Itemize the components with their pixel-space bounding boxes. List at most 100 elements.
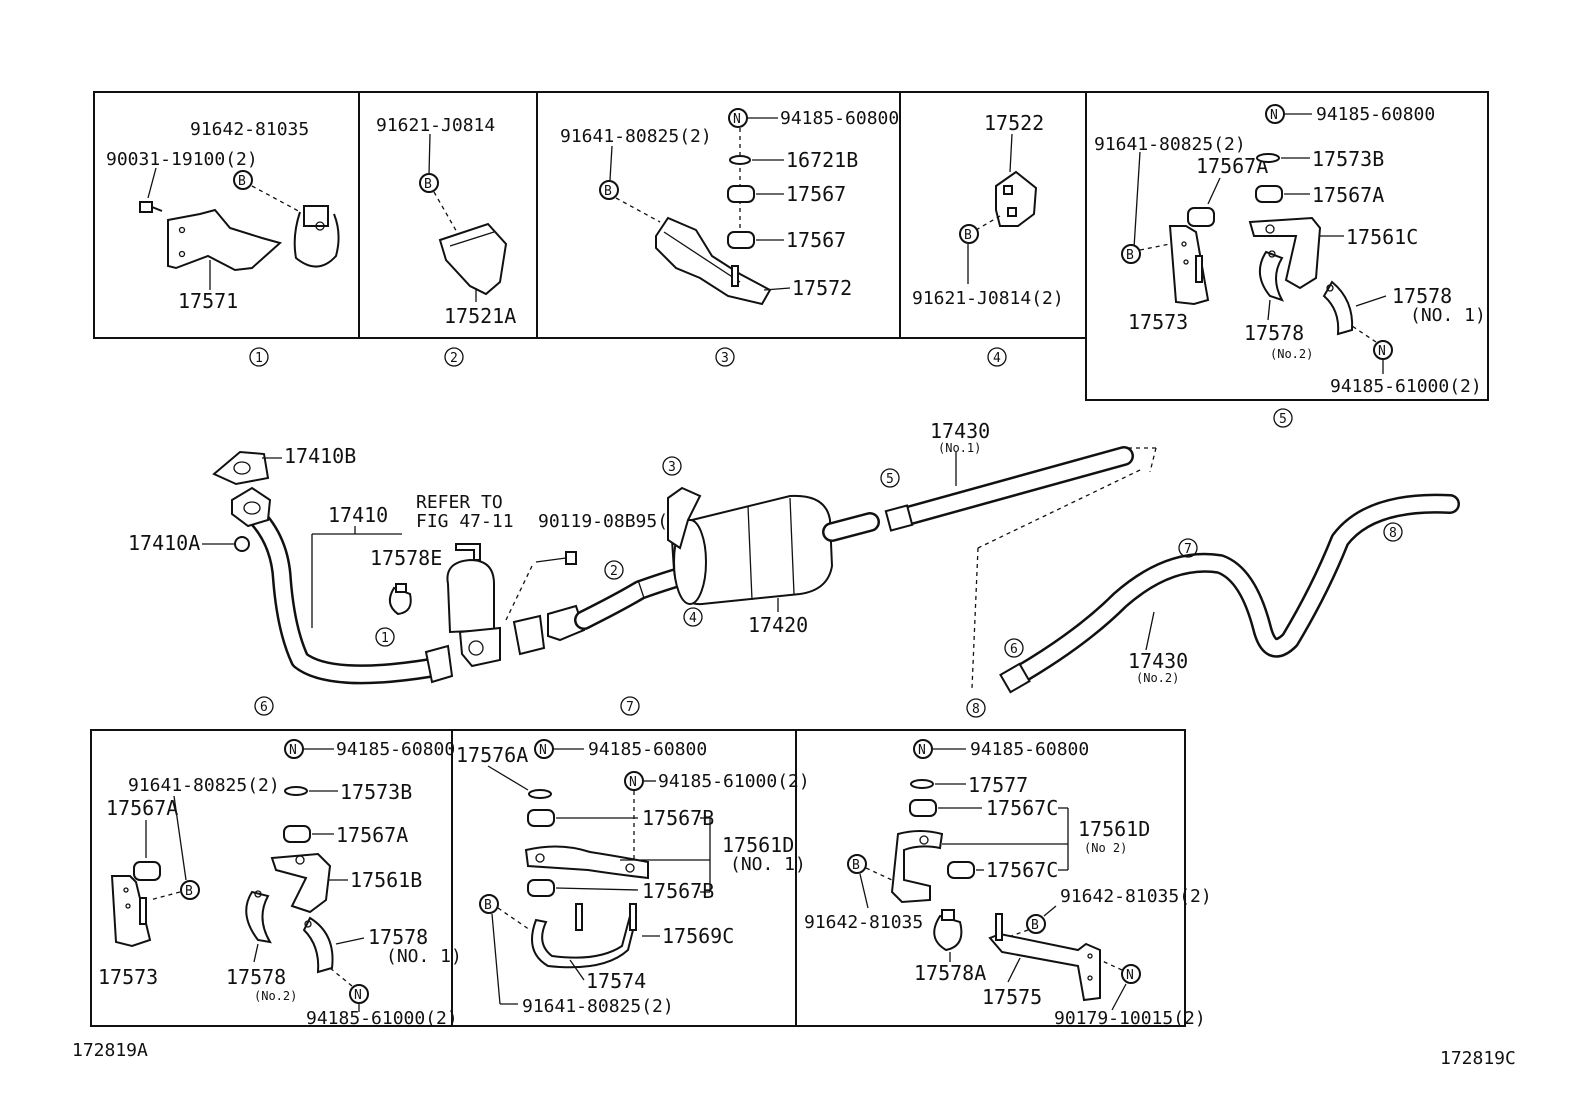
callout-6-main-icon [1004, 638, 1024, 658]
bolt-label-90119: 90119-08B95(4) [538, 511, 690, 532]
panel-6: N 94185-60800 91641-80825(2) 17573B 1756… [98, 739, 462, 1029]
clamp-label-17578-no2: 17578 [1244, 321, 1304, 345]
nut-label-94185-61000: 94185-61000(2) [1330, 376, 1482, 397]
tail-pipe-label-no2: 17430 [1128, 649, 1188, 673]
bolt-label-91642-81035-2: 91642-81035(2) [1060, 886, 1212, 907]
clamp-label-17578-no2: 17578 [226, 965, 286, 989]
nut-label-94185-60800: 94185-60800 [780, 108, 899, 129]
callout-1-main-text: 1 [381, 631, 389, 646]
b-marker-icon-2 [1026, 914, 1046, 934]
nut-label-94185-60800: 94185-60800 [588, 739, 707, 760]
callout-4-icon [987, 347, 1007, 367]
callout-8-main-text: 8 [1389, 526, 1397, 541]
callout-2-main-icon [604, 560, 624, 580]
washer-label-16721b: 16721B [786, 148, 858, 172]
nut-label-94185-60800: 94185-60800 [336, 739, 455, 760]
refer-text-line2: FIG 47-11 [416, 511, 514, 532]
callout-1-text: 1 [255, 351, 263, 366]
bolt-label-91641-80825: 91641-80825(2) [560, 126, 712, 147]
stay-17575-icon [988, 913, 1101, 1002]
n-marker-text: N [1270, 108, 1278, 123]
stay-label-17575: 17575 [982, 985, 1042, 1009]
panel-1: 91642-81035 90031-19100(2) B 17571 1 [106, 119, 340, 367]
converter-refer-icon [446, 543, 501, 668]
tail-pipe-label-no1: 17430 [930, 419, 990, 443]
cushion-icon [909, 799, 937, 817]
clamp-17578a-icon [933, 909, 963, 952]
panel-3: 91641-80825(2) B N 94185-60800 16721B 17… [560, 108, 899, 367]
bracket-sub-no2: (No 2) [1084, 841, 1127, 855]
bolt-label-90031: 90031-19100(2) [106, 149, 258, 170]
callout-5-main-text: 5 [886, 472, 894, 487]
bolt-icon [139, 201, 163, 213]
callout-5-main-icon [880, 468, 900, 488]
cushion-icon-2 [727, 231, 755, 249]
cushion-icon [527, 809, 555, 827]
b-marker-text: B [484, 898, 492, 913]
front-pipe-17410-icon [231, 486, 454, 685]
clamp-label-17578-no1: 17578 [368, 925, 428, 949]
bracket-17561b-icon [270, 852, 332, 914]
cushion-label-17567a: 17567A [1312, 183, 1384, 207]
b-marker-text: B [852, 858, 860, 873]
callout-2-icon [444, 347, 464, 367]
bolt-label-91641-80825: 91641-80825(2) [1094, 134, 1246, 155]
clamp-label-17574: 17574 [586, 969, 646, 993]
panel-4: 17522 B 91621-J0814(2) 4 [912, 111, 1064, 367]
n-marker-text: N [289, 743, 297, 758]
b-marker-text: B [238, 174, 246, 189]
n-marker-text-2: N [1378, 344, 1386, 359]
clamp-no1-icon [1322, 280, 1354, 336]
gasket-17410b-icon [212, 450, 270, 486]
cushion-label-17567c-bottom: 17567C [986, 858, 1058, 882]
bracket-17561d-no1-icon [524, 845, 649, 880]
bracket-17561c-icon [1248, 216, 1322, 290]
washer-label-17576a: 17576A [456, 743, 528, 767]
b-marker-icon [599, 180, 619, 200]
n-marker-icon-2 [349, 984, 369, 1004]
gasket-label-17410b: 17410B [284, 444, 356, 468]
cushion-icon-2 [1187, 207, 1215, 227]
nut-label-94185-61000: 94185-61000(2) [306, 1008, 458, 1029]
bolt-label-91641-80825: 91641-80825(2) [128, 775, 280, 796]
tail-pipe-sub-no1: (No.1) [938, 441, 981, 455]
callout-8-icon [966, 698, 986, 718]
clamp-no1-icon [302, 916, 334, 974]
bolt-label-91621-J0814-2: 91621-J0814(2) [912, 288, 1064, 309]
stay-17573-icon [110, 875, 152, 948]
n-marker-text-2: N [1126, 968, 1134, 983]
pipe-clamp-icon [293, 205, 340, 268]
bracket-label-17561b: 17561B [350, 868, 422, 892]
ubolt-label-17569c: 17569C [662, 924, 734, 948]
callout-5-text: 5 [1279, 412, 1287, 427]
clamp-no2-icon [1259, 250, 1285, 302]
callout-6-icon [254, 696, 274, 716]
stay-label-17573: 17573 [98, 965, 158, 989]
cushion-label-17567-b: 17567 [786, 228, 846, 252]
callout-8-text: 8 [972, 702, 980, 717]
callout-2-text: 2 [450, 351, 458, 366]
bolt-label-91642-81035: 91642-81035 [190, 119, 309, 140]
footer-code-right: 172819C [1440, 1048, 1516, 1069]
b-marker-icon [419, 173, 439, 193]
bottom-panel-frames [90, 729, 1186, 1027]
cushion-icon [1255, 185, 1283, 203]
cushion-icon [727, 185, 755, 203]
clamp-sub-no1: (NO. 1) [1410, 305, 1486, 326]
main-assembly: 17410B 17410A 17410 17578E 1 REFER TO FI… [128, 419, 1460, 718]
nut-icon [234, 536, 250, 552]
bolt-label-91621-J0814: 91621-J0814 [376, 115, 495, 136]
cushion-label-17567a-left: 17567A [106, 796, 178, 820]
refer-text-line1: REFER TO [416, 492, 503, 513]
bracket-label-17561d: 17561D [1078, 817, 1150, 841]
b-marker-text: B [1126, 248, 1134, 263]
bolt-icon [565, 551, 577, 565]
part-label-17521a: 17521A [444, 304, 516, 328]
cushion-label-17567c-top: 17567C [986, 796, 1058, 820]
b-marker-text: B [964, 228, 972, 243]
bracket-17572-icon [655, 216, 772, 306]
callout-3-icon [715, 347, 735, 367]
b-marker-text: B [424, 177, 432, 192]
u-clamp-17574-icon [531, 903, 638, 969]
